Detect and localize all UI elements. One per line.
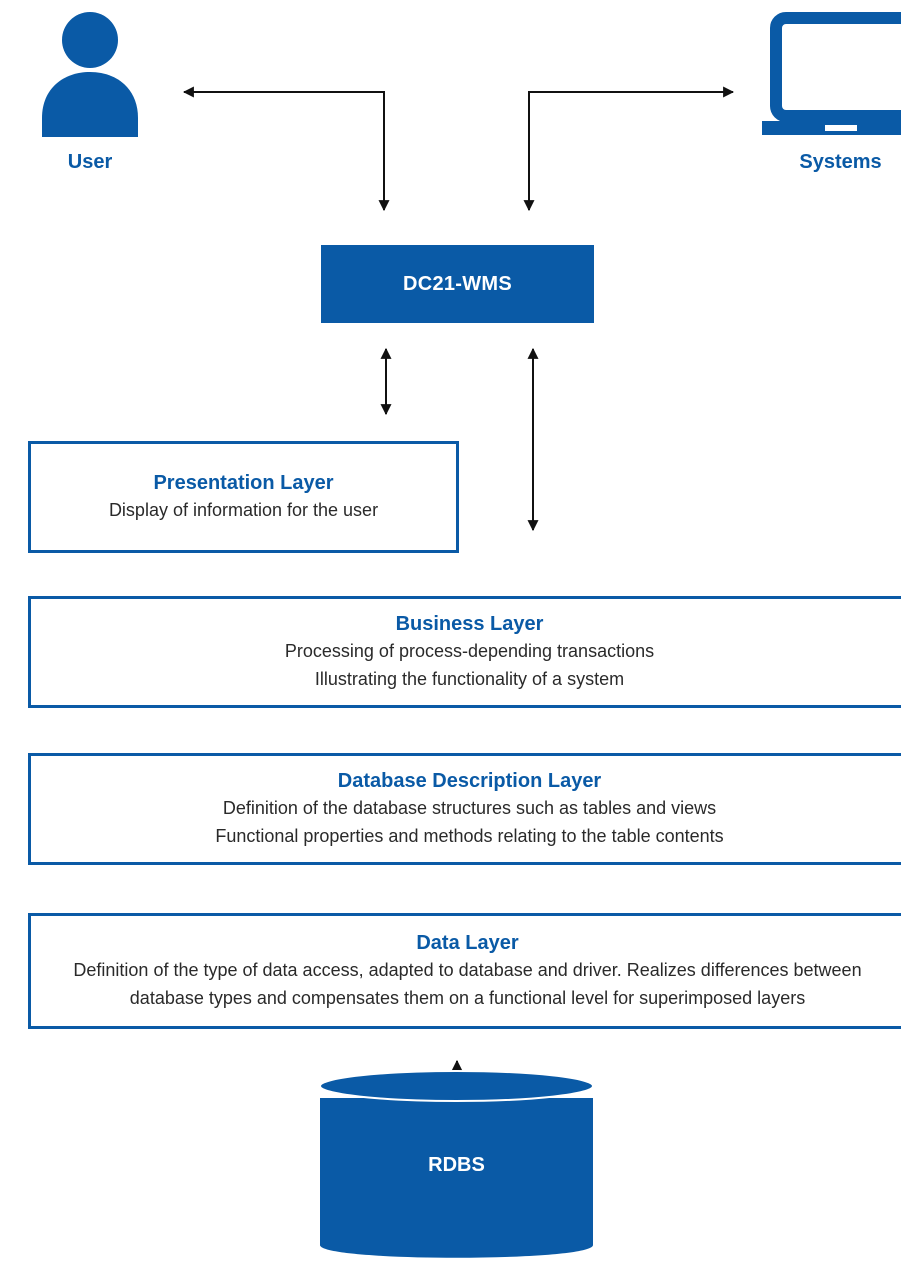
business-layer-box: Business Layer Processing of process-dep… [28,596,901,708]
database-description-layer-title: Database Description Layer [337,770,602,792]
systems-label: Systems [799,151,882,173]
database-description-layer-line-1: Definition of the database structures su… [222,798,717,818]
presentation-layer-line-1: Display of information for the user [108,500,379,520]
user-icon [42,12,138,137]
database-description-layer-line-2: Functional properties and methods relati… [215,826,724,846]
data-layer-title: Data Layer [416,932,519,954]
monitor-icon [762,12,901,135]
business-layer-line-1: Processing of process-depending transact… [284,641,655,661]
arrow-systems-to-wms [523,86,735,212]
business-layer-title: Business Layer [395,613,544,635]
data-layer-line-2: database types and compensates them on a… [129,988,806,1008]
business-layer-line-2: Illustrating the functionality of a syst… [314,669,625,689]
dc21-wms-label: DC21-WMS [402,272,513,295]
user-label: User [67,151,113,173]
data-layer-box: Data Layer Definition of the type of dat… [28,913,901,1029]
rdbs-label: RDBS [428,1153,485,1176]
presentation-layer-title: Presentation Layer [153,472,334,494]
dc21-wms-box: DC21-WMS [321,245,594,323]
data-layer-line-1: Definition of the type of data access, a… [73,960,862,980]
arrow-user-to-wms [182,86,390,212]
presentation-layer-box: Presentation Layer Display of informatio… [28,441,459,553]
database-description-layer-box: Database Description Layer Definition of… [28,753,901,865]
database-cylinder-icon [319,1070,594,1258]
